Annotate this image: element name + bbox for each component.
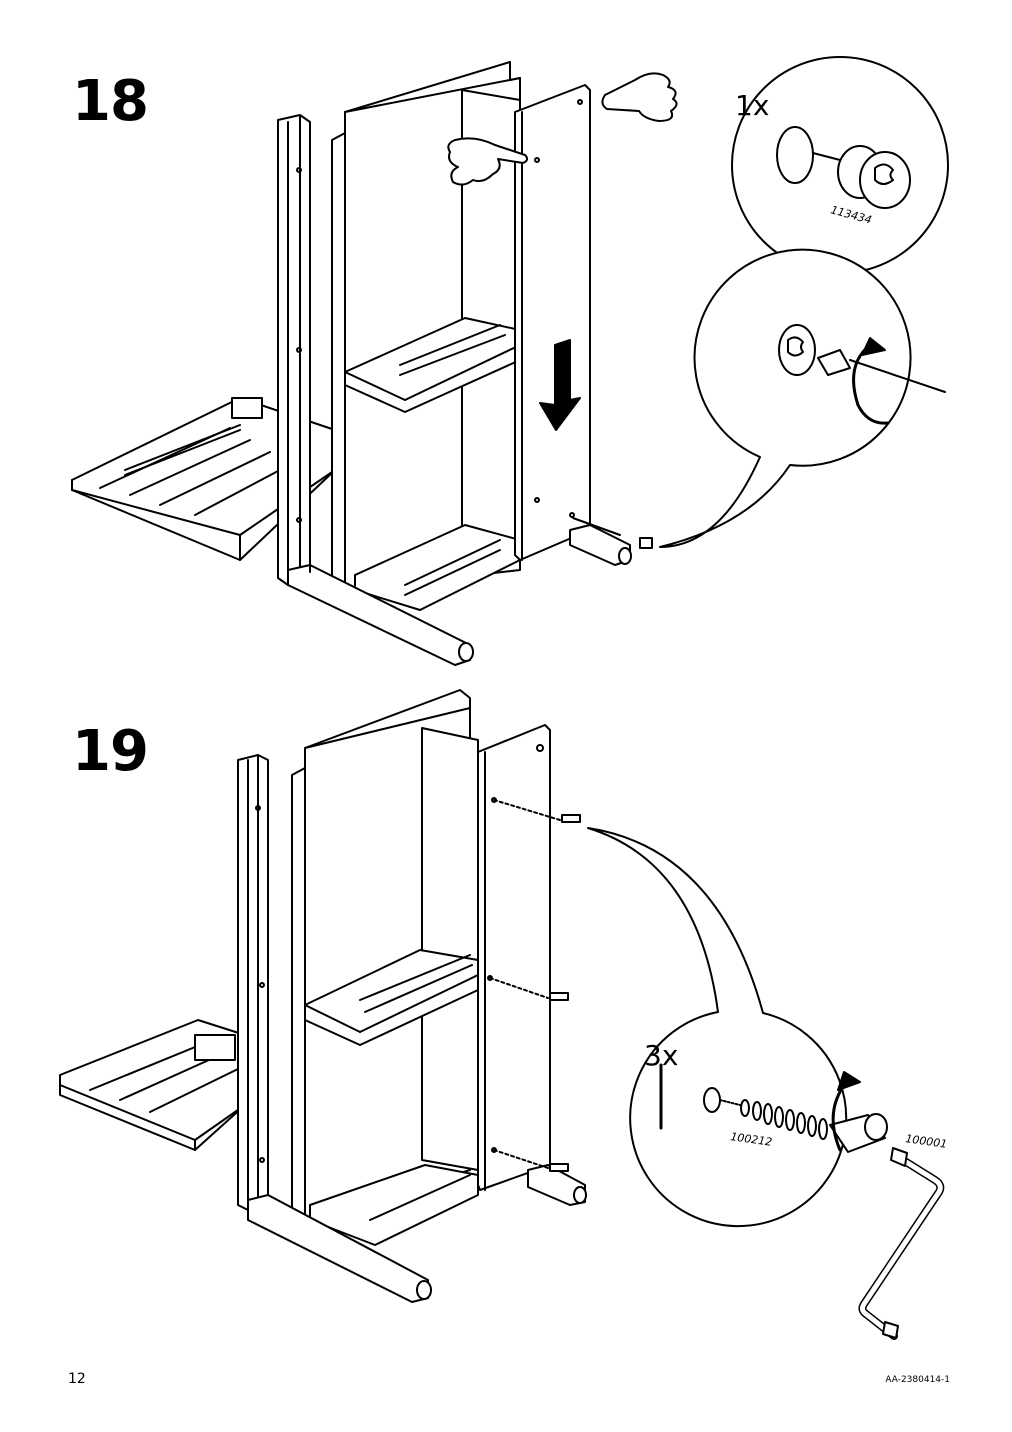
pointing-hand-icon: [447, 137, 529, 186]
detail-circle-cam-lock: [731, 56, 949, 274]
floor-base-frame: [71, 397, 336, 561]
step-number-19: 19: [72, 719, 149, 784]
allen-key-icon: [858, 1147, 945, 1340]
page-number: 12: [68, 1371, 86, 1387]
pointing-hand-icon-2: [601, 72, 678, 122]
inner-back-panel-19: [421, 727, 479, 1171]
detail-circle-screw: [587, 827, 888, 1228]
shelves: [344, 317, 521, 611]
document-code: AA-2380414-1: [885, 1375, 950, 1385]
quantity-label-1x: 1x: [735, 89, 769, 122]
step-18-illustration: 1x 113434: [71, 56, 949, 666]
floor-base-frame-19: [59, 1019, 246, 1151]
feet-frame: [287, 524, 632, 666]
step-number-18: 18: [72, 69, 149, 134]
left-post-19: [237, 754, 269, 1211]
detail-circle-tighten: [659, 248, 946, 548]
quantity-label-3x: 3x: [644, 1039, 678, 1072]
right-side-panel-19: [477, 724, 551, 1191]
cam-bolt-and-lock: [572, 517, 653, 549]
step-19-illustration: 3x 100212 100001: [59, 689, 948, 1340]
feet-frame-19: [247, 1164, 587, 1303]
down-arrow-icon: [539, 339, 581, 431]
screws-19: [489, 799, 581, 1172]
left-post: [277, 114, 311, 586]
part-number-100001: 100001: [905, 1132, 948, 1151]
screw-thread-icon: [740, 1099, 828, 1140]
part-number-100212: 100212: [730, 1130, 773, 1149]
